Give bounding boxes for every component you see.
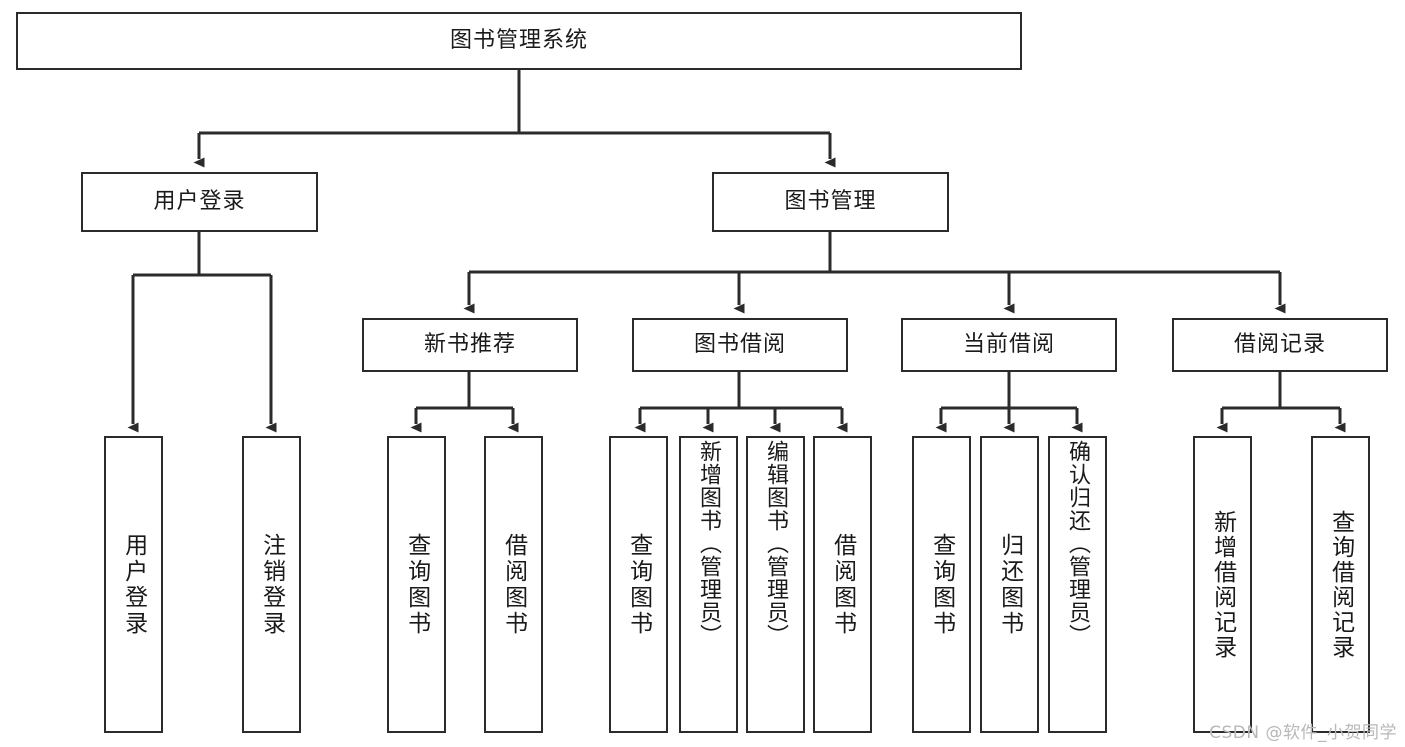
leaf-query-book-borrow-label: 查询图书 xyxy=(625,532,652,637)
node-new-book-recommend[interactable]: 新书推荐 xyxy=(362,318,578,372)
node-book-management[interactable]: 图书管理 xyxy=(712,172,949,232)
leaf-query-borrow-record[interactable]: 查询借阅记录 xyxy=(1311,436,1370,733)
leaf-add-book-admin-label: 新增图书（管理员） xyxy=(696,440,722,647)
leaf-user-login-label: 用户登录 xyxy=(120,532,147,637)
node-root[interactable]: 图书管理系统 xyxy=(16,12,1022,70)
leaf-query-book-recommend-label: 查询图书 xyxy=(403,532,430,637)
leaf-logout[interactable]: 注销登录 xyxy=(242,436,301,733)
node-borrow-record-label: 借阅记录 xyxy=(1233,332,1326,357)
node-new-book-recommend-label: 新书推荐 xyxy=(423,332,516,357)
node-book-management-label: 图书管理 xyxy=(784,189,877,214)
leaf-edit-book-admin[interactable]: 编辑图书（管理员） xyxy=(746,436,805,733)
node-user-login-label: 用户登录 xyxy=(153,189,246,214)
leaf-confirm-return-admin-label: 确认归还（管理员） xyxy=(1065,440,1091,647)
leaf-query-book-borrow[interactable]: 查询图书 xyxy=(609,436,668,733)
leaf-borrow-book-recommend-label: 借阅图书 xyxy=(500,532,527,637)
leaf-logout-label: 注销登录 xyxy=(258,532,285,637)
leaf-query-book-current[interactable]: 查询图书 xyxy=(912,436,971,733)
leaf-return-book-label: 归还图书 xyxy=(996,532,1023,637)
node-book-borrow-label: 图书借阅 xyxy=(693,332,786,357)
leaf-query-book-recommend[interactable]: 查询图书 xyxy=(387,436,446,733)
leaf-query-book-current-label: 查询图书 xyxy=(928,532,955,637)
leaf-borrow-book-recommend[interactable]: 借阅图书 xyxy=(484,436,543,733)
leaf-return-book[interactable]: 归还图书 xyxy=(980,436,1039,733)
leaf-add-borrow-record[interactable]: 新增借阅记录 xyxy=(1193,436,1252,733)
leaf-add-book-admin[interactable]: 新增图书（管理员） xyxy=(679,436,738,733)
leaf-add-borrow-record-label: 新增借阅记录 xyxy=(1209,509,1236,660)
node-borrow-record[interactable]: 借阅记录 xyxy=(1172,318,1388,372)
leaf-edit-book-admin-label: 编辑图书（管理员） xyxy=(763,440,789,647)
leaf-borrow-book-label: 借阅图书 xyxy=(829,532,856,637)
leaf-query-borrow-record-label: 查询借阅记录 xyxy=(1327,509,1354,660)
node-current-borrow[interactable]: 当前借阅 xyxy=(901,318,1117,372)
leaf-confirm-return-admin[interactable]: 确认归还（管理员） xyxy=(1048,436,1107,733)
leaf-borrow-book[interactable]: 借阅图书 xyxy=(813,436,872,733)
node-user-login[interactable]: 用户登录 xyxy=(81,172,318,232)
node-root-label: 图书管理系统 xyxy=(449,28,588,53)
node-current-borrow-label: 当前借阅 xyxy=(962,332,1055,357)
watermark: CSDN @软件_小贺同学 xyxy=(1209,723,1397,743)
node-book-borrow[interactable]: 图书借阅 xyxy=(632,318,848,372)
leaf-user-login[interactable]: 用户登录 xyxy=(104,436,163,733)
